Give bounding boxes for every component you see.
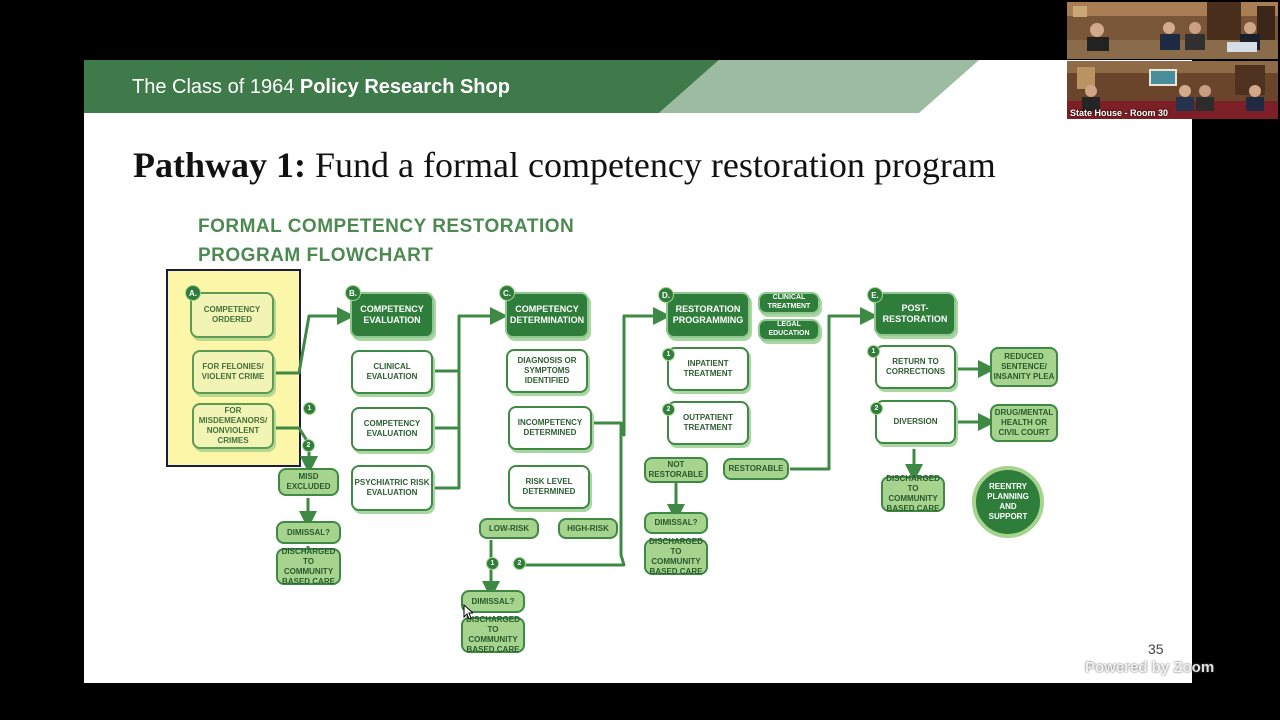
low-risk-box: LOW-RISK xyxy=(479,518,539,539)
misd-excluded-box: MISD EXCLUDED xyxy=(278,468,339,496)
stage-d-letter: D. xyxy=(658,287,674,303)
path-number-1: 1 xyxy=(303,402,316,415)
outpatient-number: 2 xyxy=(662,403,675,416)
video-tile-label: State House - Room 30 xyxy=(1070,108,1169,118)
stage-c-competency-determination: COMPETENCY DETERMINATION xyxy=(505,292,589,338)
reentry-planning-circle: REENTRY PLANNING AND SUPPORT xyxy=(972,466,1044,538)
dismissal-not-restorable-box: DIMISSAL? xyxy=(644,512,708,534)
stage-b-competency-evaluation: COMPETENCY EVALUATION xyxy=(350,292,434,338)
restorable-box: RESTORABLE xyxy=(723,458,789,480)
discharged-post-restoration-box: DISCHARGED TO COMMUNITY BASED CARE xyxy=(881,474,945,513)
risk-level-box: RISK LEVEL DETERMINED xyxy=(508,465,590,509)
slide-banner xyxy=(84,60,979,113)
clinical-treatment-box: CLINICAL TREATMENT xyxy=(758,292,820,314)
stage-e-post-restoration: POST-RESTORATION xyxy=(874,292,956,336)
legal-education-box: LEGAL EDUCATION xyxy=(758,319,820,341)
banner-title: The Class of 1964 Policy Research Shop xyxy=(132,76,510,98)
path-number-2: 2 xyxy=(302,439,315,452)
diagnosis-box: DIAGNOSIS OR SYMPTOMS IDENTIFIED xyxy=(506,349,588,393)
discharged-box: DISCHARGED TO COMMUNITY BASED CARE xyxy=(276,547,341,586)
video-feed-image xyxy=(1067,61,1278,119)
stage-e-letter: E. xyxy=(867,287,883,303)
zoom-watermark: Powered by Zoom xyxy=(1085,659,1215,676)
dismissal-box: DIMISSAL? xyxy=(276,521,341,544)
drug-mental-health-court-box: DRUG/MENTAL HEALTH OR CIVIL COURT xyxy=(990,404,1058,442)
stage-b-letter: B. xyxy=(345,285,361,301)
discharged-low-risk-box: DISCHARGED TO COMMUNITY BASED CARE xyxy=(461,615,525,654)
video-tile-2[interactable]: State House - Room 30 xyxy=(1067,61,1278,119)
diversion-number: 2 xyxy=(870,402,883,415)
mouse-cursor-icon xyxy=(463,604,473,620)
video-feed-image xyxy=(1067,2,1278,59)
reduced-sentence-box: REDUCED SENTENCE/ INSANITY PLEA xyxy=(990,347,1058,387)
flowchart-title-line-1: FORMAL COMPETENCY RESTORATION xyxy=(198,216,575,237)
low-risk-number-2: 2 xyxy=(513,557,526,570)
flowchart-connectors xyxy=(274,307,996,599)
clinical-evaluation-box: CLINICAL EVALUATION xyxy=(351,350,433,394)
inpatient-treatment-box: INPATIENT TREATMENT xyxy=(667,347,749,391)
presentation-slide: The Class of 1964 Policy Research Shop P… xyxy=(84,60,1192,683)
not-restorable-box: NOT RESTORABLE xyxy=(644,457,708,483)
diversion-box: DIVERSION xyxy=(875,400,956,444)
slide-title: Pathway 1: Fund a formal competency rest… xyxy=(133,145,996,185)
stage-a-competency-ordered: COMPETENCY ORDERED xyxy=(190,292,274,338)
discharged-not-restorable-box: DISCHARGED TO COMMUNITY BASED CARE xyxy=(644,537,708,576)
high-risk-box: HIGH-RISK xyxy=(558,518,618,539)
stage-a-letter: A. xyxy=(185,285,201,301)
competency-evaluation-box: COMPETENCY EVALUATION xyxy=(351,407,433,451)
outpatient-treatment-box: OUTPATIENT TREATMENT xyxy=(667,401,749,445)
video-tile-1[interactable] xyxy=(1067,2,1278,59)
misdemeanors-box: FOR MISDEMEANORS/ NONVIOLENT CRIMES xyxy=(192,403,274,449)
stage-c-letter: C. xyxy=(499,285,515,301)
page-number: 35 xyxy=(1148,641,1164,657)
flowchart-title-line-2: PROGRAM FLOWCHART xyxy=(198,245,434,266)
inpatient-number: 1 xyxy=(662,348,675,361)
low-risk-number-1: 1 xyxy=(486,557,499,570)
return-to-corrections-box: RETURN TO CORRECTIONS xyxy=(875,345,956,389)
felonies-box: FOR FELONIES/ VIOLENT CRIME xyxy=(192,350,274,394)
stage-d-restoration-programming: RESTORATION PROGRAMMING xyxy=(666,292,750,338)
psychiatric-risk-box: PSYCHIATRIC RISK EVALUATION xyxy=(351,465,433,511)
return-number: 1 xyxy=(867,345,880,358)
dismissal-low-risk-box: DIMISSAL? xyxy=(461,590,525,613)
incompetency-box: INCOMPETENCY DETERMINED xyxy=(508,406,592,450)
